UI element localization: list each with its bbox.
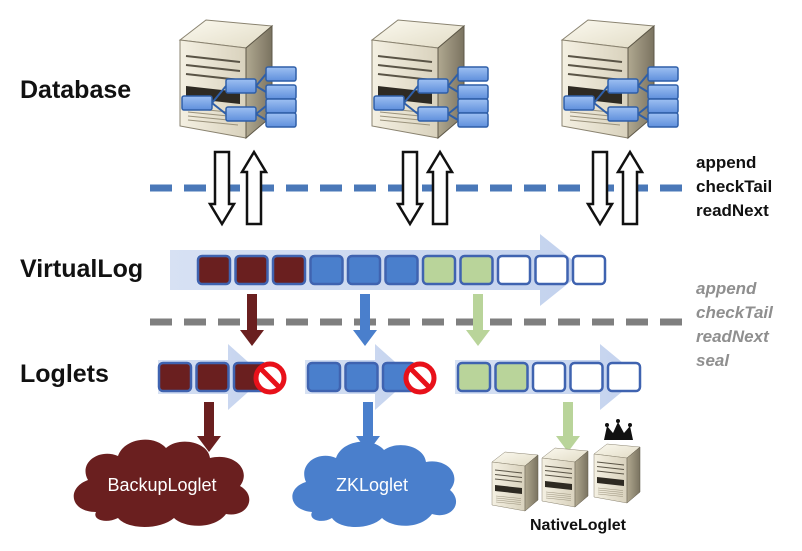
crown-icon: [604, 419, 633, 440]
down-arrow-1-icon: [207, 150, 237, 227]
zk-loglet-entry-1: [306, 361, 342, 393]
zk-cloud-shape: [292, 441, 457, 527]
virtuallog-entry-1: [196, 254, 232, 286]
top-api-append: append: [696, 153, 756, 172]
database-row-label: Database: [20, 76, 131, 104]
top-api-list: append checkTail readNext: [696, 153, 772, 220]
zk-to-cloud-arrow-icon: [356, 402, 380, 452]
backup-loglet-entry-2: [195, 361, 230, 393]
native-loglet-entry-5: [606, 361, 642, 393]
virtuallog-to-zk-arrow-icon: [353, 294, 377, 346]
native-to-servers-arrow-icon: [556, 402, 580, 452]
down-arrow-3-icon: [585, 150, 615, 227]
virtuallog-entry-5: [346, 254, 382, 286]
zk-cloud-label: ZKLoglet: [336, 475, 408, 495]
native-loglet-entry-2: [494, 361, 529, 393]
virtuallog-row-label: VirtualLog: [20, 255, 143, 283]
top-api-checktail: checkTail: [696, 177, 772, 196]
native-loglet-servers: [491, 443, 641, 512]
virtuallog-entry-7: [421, 254, 457, 286]
backup-cloud-shape: [73, 439, 250, 527]
native-loglet-server-1-icon: [491, 451, 539, 512]
virtuallog-sequence: [170, 234, 607, 306]
down-arrow-2-icon: [395, 150, 425, 227]
database-tree-1-icon: [181, 66, 297, 128]
native-loglet-server-3-icon: [593, 443, 641, 504]
top-api-readnext: readNext: [696, 201, 769, 220]
virtuallog-entry-9: [496, 254, 532, 286]
native-loglet-entry-3: [531, 361, 567, 393]
virtuallog-to-loglet-arrows: [197, 294, 580, 452]
virtuallog-entry-2: [234, 254, 269, 286]
virtuallog-entry-4: [309, 254, 344, 286]
backup-loglet-cloud: BackupLoglet: [73, 439, 250, 527]
loglet-sequences: [157, 344, 642, 410]
virtuallog-entry-3: [271, 254, 307, 286]
loglet-api-seal: seal: [696, 351, 730, 370]
native-loglet-server-2-icon: [541, 447, 589, 508]
loglets-row-label: Loglets: [20, 360, 109, 388]
backup-loglet-entry-1: [157, 361, 193, 393]
backup-to-cloud-arrow-icon: [197, 402, 221, 452]
loglet-api-readnext: readNext: [696, 327, 770, 346]
database-tree-3-icon: [563, 66, 679, 128]
backup-cloud-label: BackupLoglet: [107, 475, 216, 495]
up-arrow-3-icon: [615, 149, 645, 226]
virtuallog-entry-6: [384, 254, 419, 286]
zk-loglet-entry-2: [344, 361, 379, 393]
zk-sealed-no-entry-icon: [403, 361, 437, 395]
native-loglet-entry-4: [569, 361, 604, 393]
loglet-api-list: append checkTail readNext seal: [696, 279, 774, 370]
native-loglet-entry-1: [456, 361, 492, 393]
native-loglet-label: NativeLoglet: [530, 517, 627, 534]
up-arrow-2-icon: [425, 149, 455, 226]
backup-sealed-no-entry-icon: [253, 361, 287, 395]
virtuallog-to-native-arrow-icon: [466, 294, 490, 346]
loglet-api-checktail: checkTail: [696, 303, 774, 322]
database-servers: [178, 19, 679, 140]
virtuallog-entry-11: [571, 254, 607, 286]
virtuallog-entry-8: [459, 254, 494, 286]
loglet-api-append: append: [696, 279, 757, 298]
zk-loglet-cloud: ZKLoglet: [292, 441, 457, 527]
database-virtuallog-arrows: [207, 149, 645, 227]
up-arrow-1-icon: [239, 149, 269, 226]
virtuallog-to-backup-arrow-icon: [240, 294, 264, 346]
database-tree-2-icon: [373, 66, 489, 128]
virtuallog-entry-10: [534, 254, 569, 286]
